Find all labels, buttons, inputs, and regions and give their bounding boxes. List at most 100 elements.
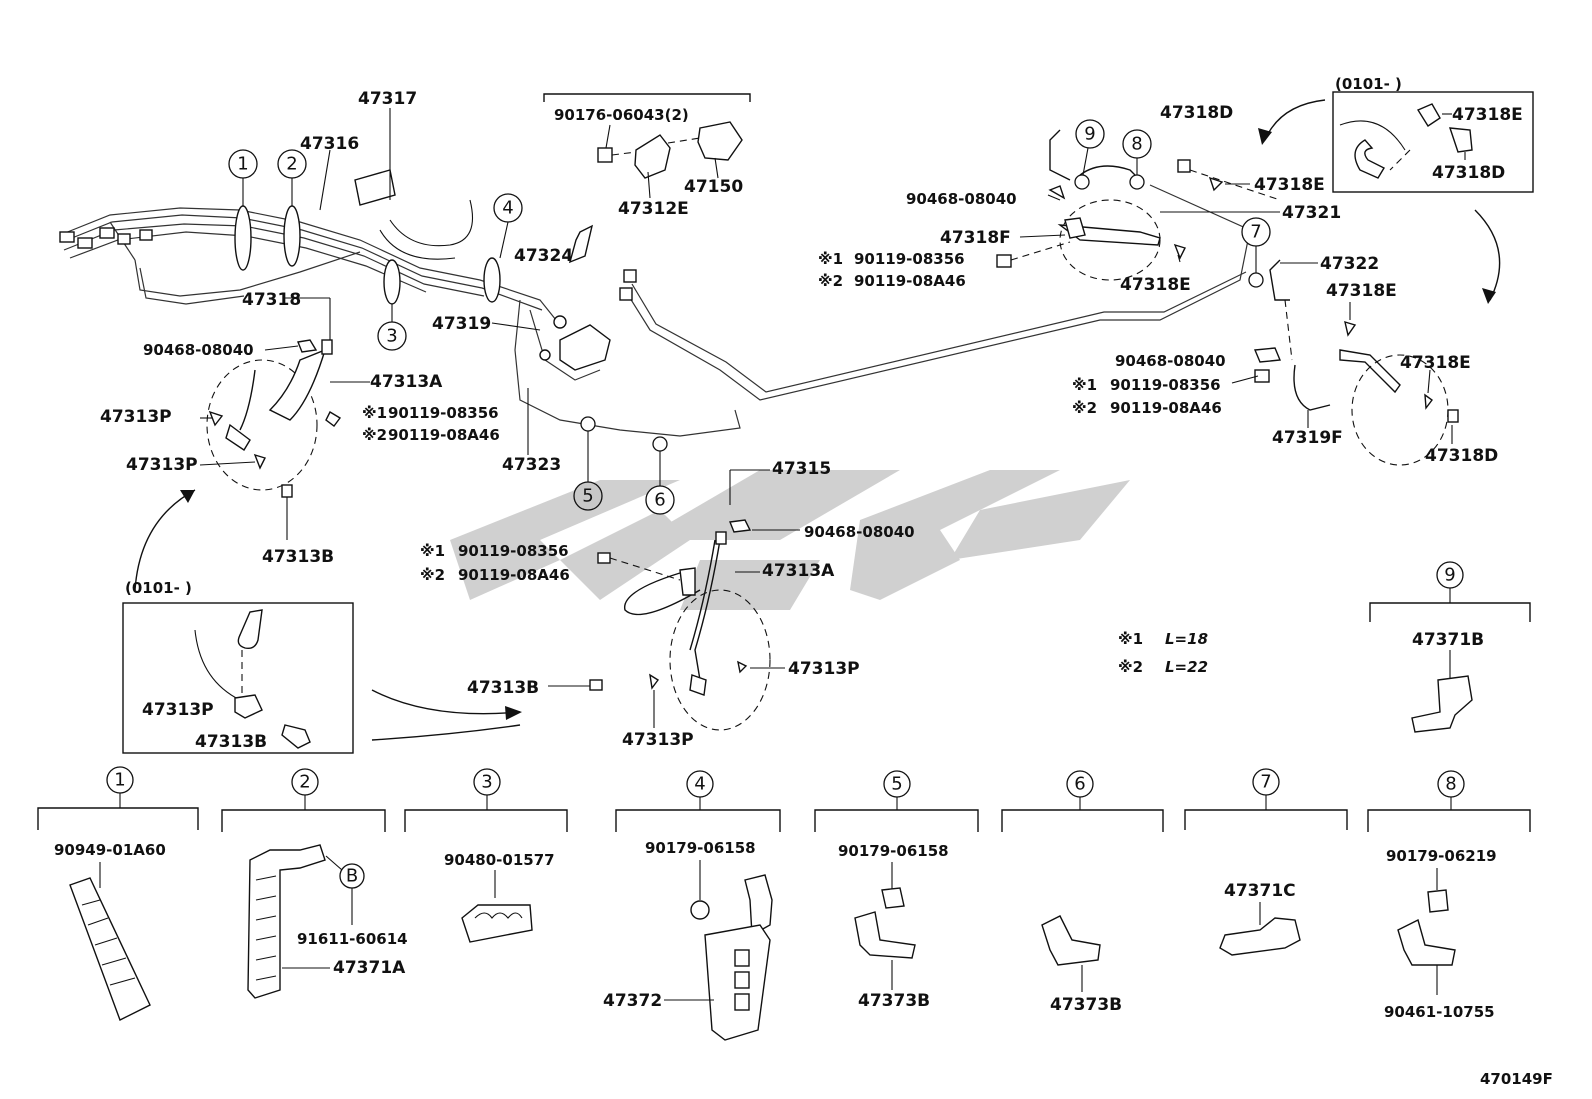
note-1-mark: ※1 (1118, 630, 1143, 648)
svg-text:90179-06158: 90179-06158 (838, 842, 949, 860)
label-47323: 47323 (502, 455, 561, 475)
label-47313A-b: 47313A (762, 561, 835, 581)
svg-text:7: 7 (1250, 222, 1261, 243)
inset-left-box (122, 602, 354, 754)
leader-9 (1082, 147, 1089, 176)
svg-text:8: 8 (1131, 134, 1142, 155)
svg-text:4: 4 (502, 198, 513, 219)
svg-text:3: 3 (386, 326, 397, 347)
detail-group-7: 7 47371C (1184, 768, 1348, 956)
svg-text:90461-10755: 90461-10755 (1384, 1003, 1495, 1021)
arrowhead-left (1258, 128, 1272, 145)
arrow-to-rear-hose (371, 689, 521, 715)
svg-text:90179-06219: 90179-06219 (1386, 847, 1497, 865)
svg-text:9: 9 (1444, 565, 1455, 586)
label-90119-08A46-b: 90119-08A46 (458, 566, 570, 584)
clamp-point-9 (1074, 174, 1090, 190)
note-mark-2-a: ※2 (362, 426, 387, 444)
label-90119-08356-c: 90119-08356 (854, 250, 965, 268)
label-47321: 47321 (1282, 203, 1341, 223)
rear-center-flexible-hose (589, 519, 771, 731)
clamp-point-6 (652, 436, 668, 452)
arrow-to-inset-left (134, 489, 196, 591)
rear-right-hose-group (996, 129, 1281, 281)
label-47313B-b: 47313B (467, 678, 539, 698)
label-47318E-inset: 47318E (1452, 105, 1523, 125)
label-90468-d: 90468-08040 (1115, 352, 1226, 370)
label-47318E-mid: 47318E (1120, 275, 1191, 295)
detail-group-8: 8 90179-06219 90461-10755 (1367, 770, 1531, 1021)
grommet-4 (483, 257, 501, 303)
svg-text:90480-01577: 90480-01577 (444, 851, 555, 869)
arrow-47324 (568, 224, 594, 264)
front-brake-tube-bundle (59, 207, 741, 437)
svg-text:6: 6 (1074, 774, 1085, 795)
label-47315: 47315 (772, 459, 831, 479)
label-47318E-r2: 47318E (1400, 353, 1471, 373)
note-mark-1-b: ※1 (420, 542, 445, 560)
label-90468-a: 90468-08040 (143, 341, 254, 359)
svg-text:1: 1 (114, 770, 125, 791)
svg-text:5: 5 (891, 774, 902, 795)
label-90119-08356-d: 90119-08356 (1110, 376, 1221, 394)
detail-group-9: 9 47371B (1369, 561, 1531, 733)
note-mark-1-c: ※1 (818, 250, 843, 268)
note-2-text: L=22 (1165, 658, 1208, 676)
label-90119-08356-a: 90119-08356 (388, 404, 499, 422)
arrow-from-inset-right (1474, 209, 1501, 301)
svg-text:90949-01A60: 90949-01A60 (54, 841, 166, 859)
detail-group-2: 2 B 91611-60614 47371A (221, 768, 408, 999)
grommet-2 (283, 205, 301, 267)
label-47313P-d: 47313P (622, 730, 694, 750)
arrow-line-lower (371, 724, 521, 741)
note-1-text: L=18 (1165, 630, 1208, 648)
detail-group-3: 3 90480-01577 (404, 768, 568, 943)
note-mark-1-d: ※1 (1072, 376, 1097, 394)
svg-text:2: 2 (299, 772, 310, 793)
svg-text:90179-06158: 90179-06158 (645, 839, 756, 857)
label-47322: 47322 (1320, 254, 1379, 274)
svg-text:7: 7 (1260, 772, 1271, 793)
label-47313A-a: 47313A (370, 372, 443, 392)
svg-text:91611-60614: 91611-60614 (297, 930, 408, 948)
label-47318: 47318 (242, 290, 301, 310)
label-47313B-a: 47313B (262, 547, 334, 567)
svg-text:B: B (346, 866, 358, 887)
clamp-point-5 (580, 416, 596, 432)
rear-brake-tube (619, 184, 1251, 401)
brake-actuator-sketch (354, 169, 611, 371)
detail-group-5: 5 90179-06158 47373B (814, 770, 979, 1011)
callout-5: 5 (573, 481, 603, 511)
diagram-id: 470149F (1480, 1070, 1553, 1088)
svg-text:9: 9 (1084, 124, 1095, 145)
tube-end-fittings-left (59, 227, 153, 249)
label-47316: 47316 (300, 134, 359, 154)
note-mark-1-a: ※1 (362, 404, 387, 422)
callout-4: 4 (493, 193, 523, 223)
clamp-point-8 (1129, 174, 1145, 190)
callout-8: 8 (1122, 129, 1152, 159)
svg-text:5: 5 (582, 486, 593, 507)
arrowhead-right (505, 706, 522, 720)
label-47150: 47150 (684, 177, 743, 197)
label-inset-left-date: (0101- ) (125, 579, 192, 597)
label-47313P-a: 47313P (100, 407, 172, 427)
label-47312E: 47312E (618, 199, 689, 219)
label-47313P-inset: 47313P (142, 700, 214, 720)
note-mark-2-d: ※2 (1072, 399, 1097, 417)
svg-text:2: 2 (286, 154, 297, 175)
label-47318F: 47318F (940, 228, 1011, 248)
callout-7: 7 (1241, 217, 1271, 247)
label-47313P-c: 47313P (788, 659, 860, 679)
front-left-flexible-hose (206, 339, 342, 498)
svg-text:4: 4 (694, 774, 705, 795)
label-47319F: 47319F (1272, 428, 1343, 448)
watermark-logo (450, 470, 1130, 610)
arrowhead-up (180, 490, 195, 503)
label-90468-b: 90468-08040 (804, 523, 915, 541)
arrow-to-inset-right (1264, 99, 1326, 141)
label-90119-08A46-d: 90119-08A46 (1110, 399, 1222, 417)
detail-group-6: 6 47373B (1001, 770, 1164, 1015)
svg-text:47371B: 47371B (1412, 630, 1484, 650)
svg-text:6: 6 (654, 490, 665, 511)
